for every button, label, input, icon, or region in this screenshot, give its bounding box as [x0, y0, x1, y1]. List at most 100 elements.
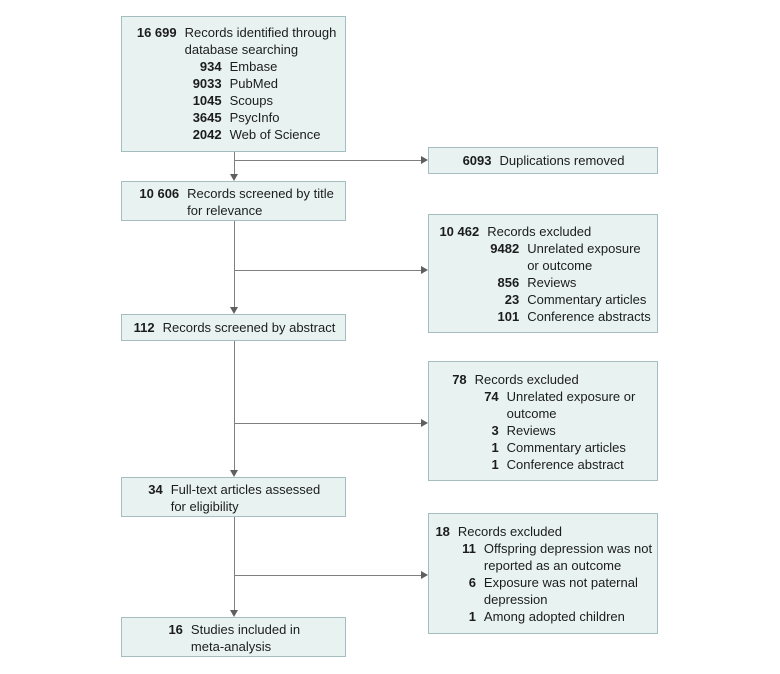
box-content: 18 Records excluded 11 Offspring depress… — [434, 523, 652, 625]
record-label: Duplications removed — [499, 153, 625, 168]
flow-row: 11 Offspring depression was not reported… — [434, 540, 652, 574]
record-label: Conference abstracts — [527, 309, 651, 324]
record-count: 18 — [435, 524, 450, 539]
record-count: 34 — [148, 482, 163, 497]
flow-row: 856 Reviews — [435, 274, 651, 291]
record-label: Offspring depression was not reported as… — [483, 541, 653, 573]
arrow-down-icon — [230, 470, 238, 477]
record-count: 1 — [491, 457, 499, 472]
box-content: 10 606 Records screened by title for rel… — [133, 185, 334, 219]
arrow-right-icon — [421, 156, 428, 164]
box-content: 34 Full-text articles assessed for eligi… — [147, 481, 320, 515]
connector-line — [234, 517, 235, 610]
flow-row: 6 Exposure was not paternal depression — [434, 574, 652, 608]
record-count: 934 — [199, 59, 222, 74]
record-label: Exposure was not paternal depression — [483, 575, 638, 607]
record-count: 1 — [491, 440, 499, 455]
arrow-down-icon — [230, 610, 238, 617]
record-label: Studies included in meta-analysis — [190, 622, 301, 654]
record-count: 16 — [168, 622, 183, 637]
flow-row: 1 Among adopted children — [434, 608, 652, 625]
connector-line — [234, 575, 421, 576]
record-label: Unrelated exposure or outcome — [527, 241, 641, 273]
connector-line — [234, 160, 421, 161]
record-count: 112 — [133, 320, 155, 335]
record-count: 3645 — [192, 110, 222, 125]
record-label: Unrelated exposure or outcome — [506, 389, 636, 421]
arrow-right-icon — [421, 571, 428, 579]
box-excluded-by-title: 10 462 Records excluded 9482 Unrelated e… — [428, 214, 658, 333]
record-count: 1045 — [192, 93, 222, 108]
flow-row: 23 Commentary articles — [435, 291, 651, 308]
connector-line — [234, 152, 235, 174]
record-label: Commentary articles — [506, 440, 626, 455]
flow-row: 6093 Duplications removed — [461, 152, 625, 169]
flow-row: 3 Reviews — [451, 422, 636, 439]
box-screened-by-title: 10 606 Records screened by title for rel… — [121, 181, 346, 221]
arrow-down-icon — [230, 307, 238, 314]
record-count: 6 — [468, 575, 476, 590]
arrow-right-icon — [421, 419, 428, 427]
record-count: 10 462 — [439, 224, 480, 239]
box-content: 10 462 Records excluded 9482 Unrelated e… — [435, 223, 651, 325]
record-label: Records screened by abstract — [162, 320, 336, 335]
record-count: 11 — [462, 541, 476, 556]
flow-row: 3645 PsycInfo — [131, 109, 337, 126]
record-count: 10 606 — [139, 186, 180, 201]
box-content: 16 699 Records identified through databa… — [131, 24, 337, 143]
box-excluded-fulltext: 18 Records excluded 11 Offspring depress… — [428, 513, 658, 634]
record-label: PubMed — [229, 76, 279, 91]
flow-row: 10 606 Records screened by title for rel… — [133, 185, 334, 219]
box-excluded-by-abstract: 78 Records excluded 74 Unrelated exposur… — [428, 361, 658, 481]
flow-row: 18 Records excluded — [434, 523, 652, 540]
flow-row: 2042 Web of Science — [131, 126, 337, 143]
connector-line — [234, 341, 235, 470]
record-label: Among adopted children — [483, 609, 625, 624]
box-duplications-removed: 6093 Duplications removed — [428, 147, 658, 174]
flow-row: 934 Embase — [131, 58, 337, 75]
flow-row: 1 Commentary articles — [451, 439, 636, 456]
record-count: 101 — [497, 309, 520, 324]
record-count: 3 — [491, 423, 499, 438]
record-count: 9482 — [490, 241, 520, 256]
arrow-down-icon — [230, 174, 238, 181]
box-studies-included: 16 Studies included in meta-analysis — [121, 617, 346, 657]
flow-row: 9482 Unrelated exposure or outcome — [435, 240, 651, 274]
record-label: Records excluded — [474, 372, 579, 387]
connector-line — [234, 423, 421, 424]
record-label: Embase — [229, 59, 278, 74]
record-label: Records excluded — [487, 224, 592, 239]
flow-row: 10 462 Records excluded — [435, 223, 651, 240]
record-count: 16 699 — [136, 25, 177, 40]
record-label: Reviews — [527, 275, 577, 290]
record-count: 9033 — [192, 76, 222, 91]
record-count: 6093 — [462, 153, 492, 168]
record-label: Reviews — [506, 423, 556, 438]
record-label: Records screened by title for relevance — [187, 186, 334, 218]
flow-row: 9033 PubMed — [131, 75, 337, 92]
record-count: 2042 — [192, 127, 222, 142]
record-label: Web of Science — [229, 127, 321, 142]
flow-row: 78 Records excluded — [451, 371, 636, 388]
connector-line — [234, 270, 421, 271]
record-label: Records excluded — [457, 524, 562, 539]
box-content: 112 Records screened by abstract — [132, 319, 336, 336]
record-count: 1 — [468, 609, 476, 624]
record-label: Records identified through database sear… — [184, 25, 337, 57]
record-count: 74 — [484, 389, 499, 404]
flow-row: 74 Unrelated exposure or outcome — [451, 388, 636, 422]
record-label: Scoups — [229, 93, 273, 108]
arrow-right-icon — [421, 266, 428, 274]
box-content: 78 Records excluded 74 Unrelated exposur… — [451, 371, 636, 473]
flow-row: 1045 Scoups — [131, 92, 337, 109]
flow-row: 112 Records screened by abstract — [132, 319, 336, 336]
record-label: Commentary articles — [527, 292, 647, 307]
record-count: 23 — [504, 292, 520, 307]
flow-row: 16 Studies included in meta-analysis — [167, 621, 300, 655]
record-label: Conference abstract — [506, 457, 624, 472]
connector-line — [234, 221, 235, 307]
record-label: PsycInfo — [229, 110, 280, 125]
box-screened-by-abstract: 112 Records screened by abstract — [121, 314, 346, 341]
record-count: 856 — [497, 275, 520, 290]
